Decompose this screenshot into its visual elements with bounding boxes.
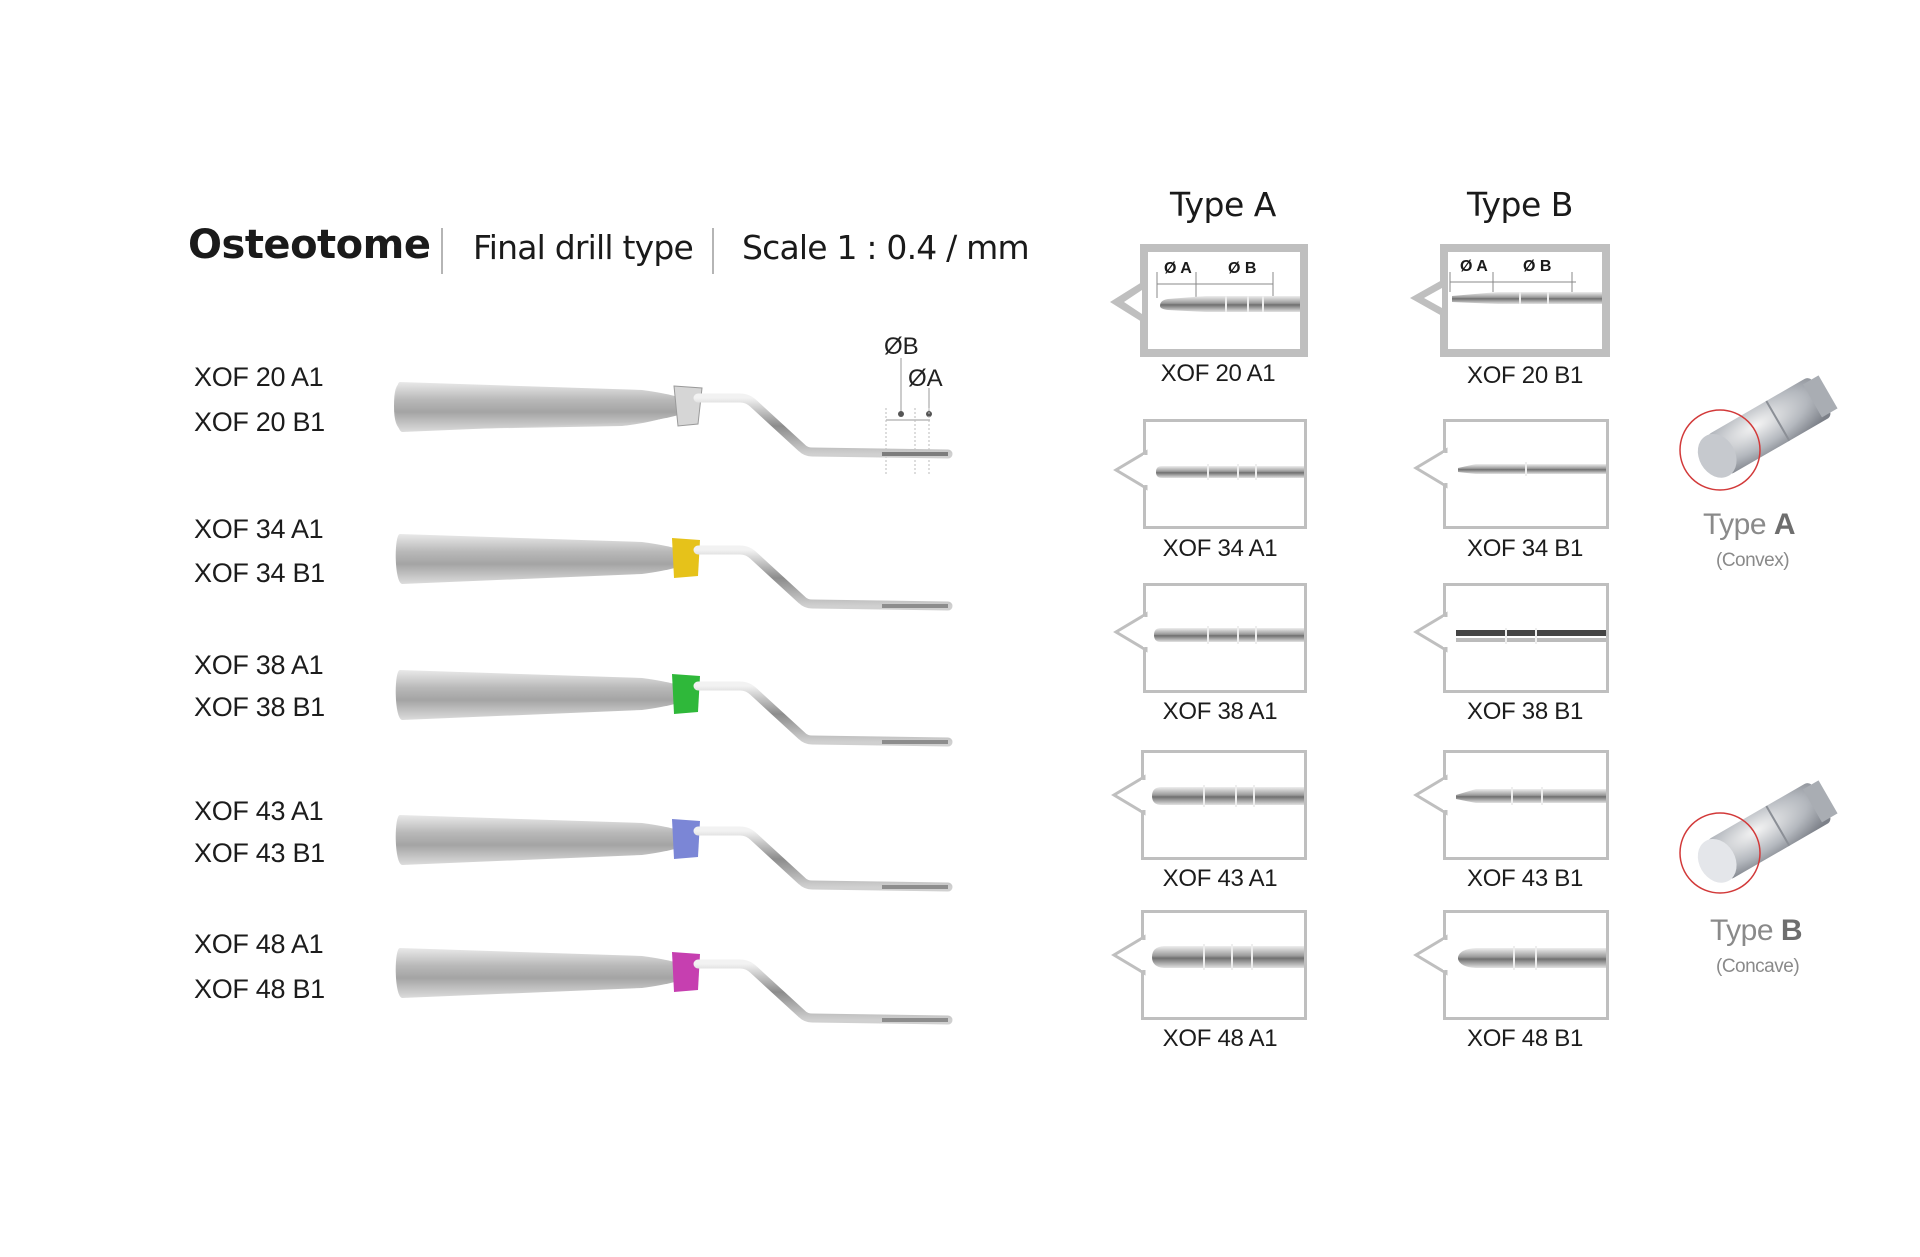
drill-tip-icon <box>1152 785 1304 807</box>
subtitle-scale: Scale 1 : 0.4 / mm <box>742 228 1030 267</box>
product-code: XOF 48 B1 <box>194 974 325 1004</box>
tip-detail-box <box>1113 419 1307 529</box>
tip-detail-box <box>1413 910 1609 1020</box>
callout-pointer-icon <box>1111 774 1147 816</box>
collar <box>672 538 700 578</box>
tip-type-b-label: Type B <box>1710 914 1803 948</box>
callout-pointer-icon <box>1413 934 1449 976</box>
diameter-a-label: ØA <box>908 365 943 392</box>
callout-pointer-icon <box>1410 280 1442 316</box>
box-diameter-a-label: Ø A <box>1164 260 1192 277</box>
tip-type-prefix: Type <box>1710 914 1781 947</box>
tip-caption: XOF 20 B1 <box>1466 362 1584 389</box>
callout-pointer-icon <box>1113 611 1149 653</box>
product-code: XOF 34 B1 <box>194 558 325 588</box>
osteotome-instrument <box>392 938 962 1038</box>
box-diameter-b-label: Ø B <box>1228 260 1257 277</box>
drill-tip-icon <box>1456 628 1606 644</box>
tip-detail-box <box>1413 583 1609 693</box>
product-code: XOF 34 A1 <box>194 514 324 544</box>
collar <box>673 385 703 427</box>
collar <box>672 674 700 714</box>
product-code: XOF 43 A1 <box>194 796 324 826</box>
tip-caption: XOF 20 A1 <box>1160 360 1276 387</box>
tip-caption: XOF 48 B1 <box>1466 1025 1584 1052</box>
osteotome-instrument <box>392 660 962 760</box>
header-divider <box>712 228 714 274</box>
callout-pointer-icon <box>1111 934 1147 976</box>
collar <box>672 952 700 992</box>
tip-detail-box <box>1111 910 1307 1020</box>
callout-pointer-icon <box>1110 282 1142 322</box>
convex-tip-illustration-icon <box>1679 375 1838 491</box>
type-b-header: Type B <box>1467 185 1573 224</box>
box-diameter-b-label: Ø B <box>1523 258 1552 275</box>
drill-tip-icon <box>1154 626 1304 644</box>
drill-tip-icon <box>1156 464 1304 480</box>
tip-type-letter: B <box>1780 914 1803 947</box>
diameter-b-label: ØB <box>884 333 919 360</box>
product-code: XOF 38 A1 <box>194 650 324 680</box>
drill-tip-icon <box>1458 462 1606 476</box>
header-divider <box>441 228 443 274</box>
tip-type-a-label: Type A <box>1703 508 1796 542</box>
tip-caption: XOF 38 A1 <box>1162 698 1278 725</box>
product-code: XOF 20 A1 <box>194 362 324 392</box>
callout-pointer-icon <box>1413 611 1449 653</box>
box-diameter-a-label: Ø A <box>1460 258 1488 275</box>
tip-caption: XOF 34 A1 <box>1162 535 1278 562</box>
tip-caption: XOF 43 B1 <box>1466 865 1584 892</box>
tip-type-letter: A <box>1773 508 1796 541</box>
drill-tip-icon <box>1449 272 1602 304</box>
concave-tip-illustration-icon <box>1679 780 1838 894</box>
tip-caption: XOF 34 B1 <box>1466 535 1584 562</box>
osteotome-instrument <box>392 805 962 905</box>
drill-tip-icon <box>1456 787 1606 805</box>
tip-detail-box <box>1113 583 1307 693</box>
collar <box>672 819 700 859</box>
osteotome-instrument <box>392 524 962 624</box>
tip-detail-box: Ø A Ø B <box>1410 244 1610 357</box>
tip-caption: XOF 43 A1 <box>1162 865 1278 892</box>
tip-detail-box <box>1111 750 1307 860</box>
tip-detail-box: Ø A Ø B <box>1110 244 1308 357</box>
tip-caption: XOF 38 B1 <box>1466 698 1584 725</box>
drill-tip-icon <box>1152 944 1304 970</box>
tip-caption: XOF 48 A1 <box>1162 1025 1278 1052</box>
callout-pointer-icon <box>1413 774 1449 816</box>
product-code: XOF 48 A1 <box>194 929 324 959</box>
product-code: XOF 43 B1 <box>194 838 325 868</box>
tip-type-b-description: (Concave) <box>1716 956 1800 977</box>
drill-tip-icon <box>1156 272 1300 312</box>
tip-detail-box <box>1413 750 1609 860</box>
product-code: XOF 38 B1 <box>194 692 325 722</box>
drill-tip-icon <box>1458 946 1606 970</box>
dimension-lines-icon <box>885 358 932 474</box>
tip-type-a-description: (Convex) <box>1716 550 1790 571</box>
type-a-header: Type A <box>1170 185 1276 224</box>
tip-detail-box <box>1413 419 1609 529</box>
callout-pointer-icon <box>1413 447 1449 489</box>
tip-type-prefix: Type <box>1703 508 1774 541</box>
subtitle-final-drill: Final drill type <box>473 228 694 267</box>
osteotome-instrument <box>392 372 962 472</box>
callout-pointer-icon <box>1113 449 1149 491</box>
page-title: Osteotome <box>188 222 431 268</box>
product-code: XOF 20 B1 <box>194 407 325 437</box>
